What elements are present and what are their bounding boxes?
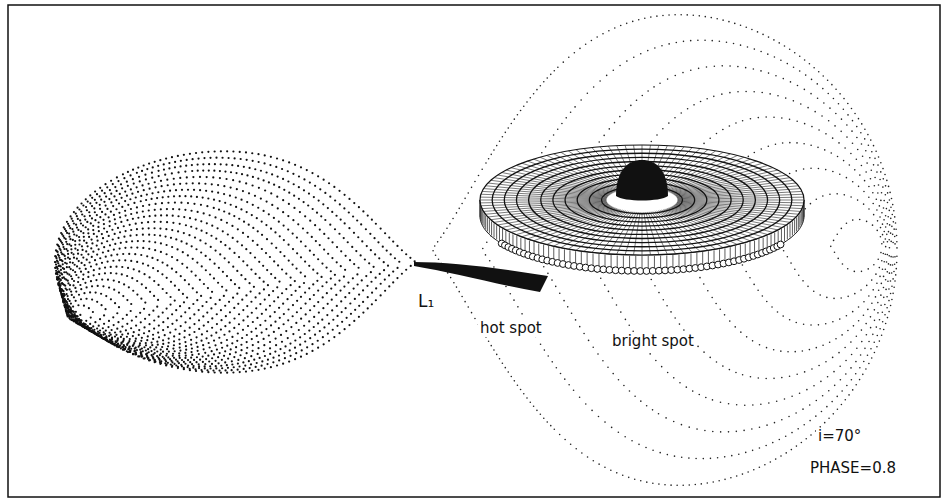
bright-spot-marks bbox=[498, 240, 784, 274]
phase-label: PHASE=0.8 bbox=[808, 460, 898, 477]
inclination-label: i=70° bbox=[816, 428, 863, 445]
accretion-disk bbox=[480, 145, 804, 271]
roche-lobe bbox=[432, 14, 898, 486]
bright-spot-label: bright spot bbox=[610, 333, 696, 350]
hot-spot-label: hot spot bbox=[478, 320, 544, 337]
donor-star bbox=[54, 150, 416, 374]
accretion-stream bbox=[414, 262, 548, 292]
frame bbox=[8, 5, 940, 497]
lagrange-point-label: L₁ bbox=[416, 292, 436, 312]
white-dwarf bbox=[616, 160, 668, 201]
